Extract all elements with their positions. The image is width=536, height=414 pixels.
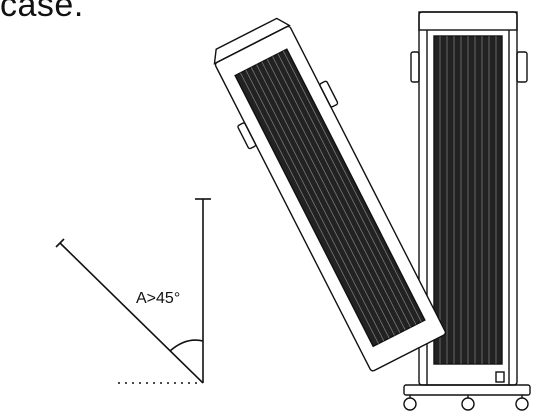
angle-illustration [55, 198, 211, 384]
cropped-header-text: case. [0, 0, 84, 24]
upright-top-cap [418, 11, 518, 31]
tilted-grille [234, 48, 426, 348]
upright-handle-left [410, 51, 420, 83]
tilted-reference-line [59, 242, 204, 384]
upright-base [403, 384, 531, 396]
upright-switch [495, 371, 505, 383]
angle-label: A>45° [136, 290, 181, 307]
upright-handle-right [516, 51, 528, 83]
tilted-handle-left [237, 122, 257, 150]
upright-heater-unit [403, 11, 531, 411]
tilted-top-cap [213, 17, 291, 65]
upright-grille-lines [439, 36, 497, 364]
tilted-handle-right [319, 80, 339, 108]
caster-wheels [403, 395, 529, 411]
tilted-line-cap [55, 238, 65, 248]
angle-arc [169, 339, 204, 352]
tilted-grille-lines [240, 50, 422, 344]
tilted-heater-unit [213, 17, 447, 372]
